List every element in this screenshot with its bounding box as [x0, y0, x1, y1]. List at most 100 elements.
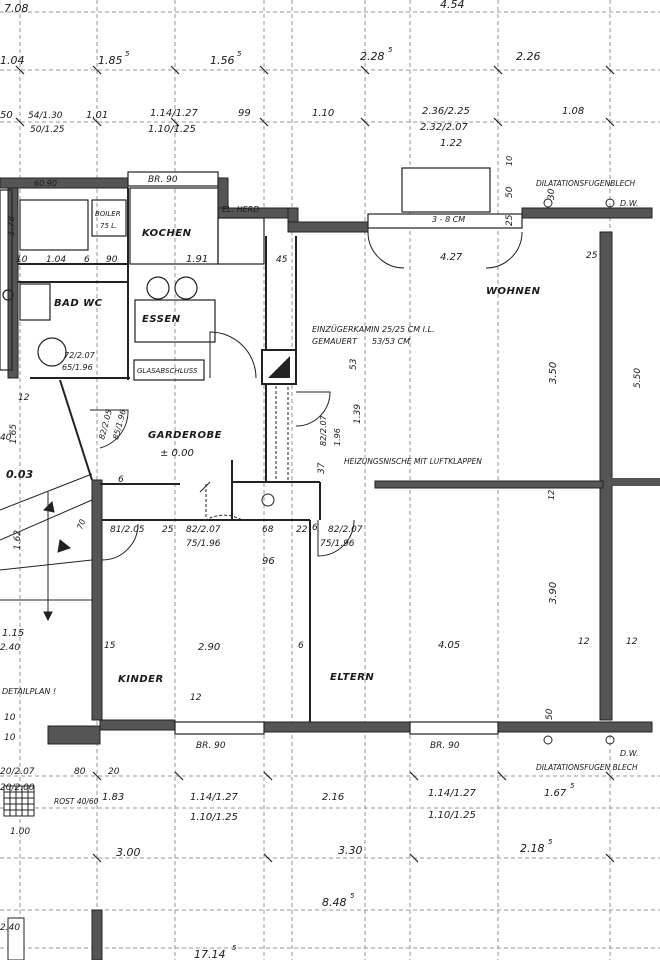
chimney — [261, 349, 297, 483]
windows — [127, 167, 523, 735]
dimension-ticks — [15, 65, 615, 863]
dim-top-overall-left: 7.08 — [4, 2, 29, 15]
bath-fixtures — [0, 189, 89, 371]
dim-bot2-110125-b: 1.10/1.25 — [428, 810, 476, 821]
dim-bot4-848: 8.48 — [322, 896, 347, 909]
dim-int-15: 15 — [104, 641, 116, 651]
dim-top2-e: 1.14/1.27 — [150, 108, 199, 119]
label-kamin-1: EINZÜGERKAMIN 25/25 CM I.L. — [312, 324, 435, 334]
dim-int-25: 25 — [162, 525, 174, 535]
label-dw-bottom: D.W. — [620, 749, 639, 758]
dim-int-12b: 12 — [578, 637, 590, 647]
dim-left-20207: 20/2.07 — [0, 767, 35, 777]
sup-bot3: 5 — [548, 838, 553, 846]
dim-boiler-90: 90 — [106, 255, 118, 265]
label-rost: ROST 40/60 — [54, 797, 99, 806]
dim-top2-b: 54/1.30 — [28, 111, 63, 121]
room-eltern: ELTERN — [330, 672, 374, 683]
dim-int-37: 37 — [317, 462, 327, 474]
label-detailplan: DETAILPLAN ! — [2, 687, 56, 696]
label-glasabschluss: GLASABSCHLUSS — [137, 367, 198, 375]
wall-wohnen-eltern — [374, 480, 604, 489]
dim-bot2-20: 20 — [108, 767, 120, 777]
dim-10-b: 10 — [16, 255, 28, 265]
room-wohnen: WOHNEN — [486, 286, 541, 297]
dim-int-75196-c: 75/1.96 — [320, 539, 355, 549]
dim-left-10b: 10 — [4, 733, 16, 743]
dim-int-12d: 12 — [190, 693, 202, 703]
room-bad-wc: BAD WC — [54, 298, 103, 309]
dim-top2-d: 1.01 — [86, 110, 108, 121]
exterior-walls — [0, 177, 653, 745]
dim-bot2-110125: 1.10/1.25 — [190, 812, 238, 823]
label-boiler: BOILER — [95, 210, 121, 218]
dim-int-68: 68 — [262, 525, 274, 535]
dim-bath-104: 1.04 — [46, 255, 66, 265]
dim-top2-c: 50/1.25 — [30, 125, 65, 135]
sup-1: 5 — [125, 50, 130, 58]
dim-int-6c: 6 — [118, 475, 124, 485]
label-dw-top: D.W. — [620, 199, 639, 208]
dim-bot2-114127-b: 1.14/1.27 — [428, 788, 477, 799]
dim-int-72207: 72/2.07 — [64, 351, 96, 360]
dim-25-right: 25 — [586, 251, 598, 261]
dim-int-165: 1.65 — [9, 424, 19, 444]
room-kochen: KOCHEN — [142, 228, 192, 239]
dim-int-40: 40 — [0, 433, 12, 443]
dim-10-a: 10 — [505, 156, 514, 166]
dim-eltern-height: 3.90 — [548, 582, 559, 604]
label-sill-top: 3 - 8 CM — [432, 215, 465, 224]
label-dilatation-bottom: DILATATIONSFUGEN BLECH — [536, 763, 638, 772]
label-garderobe-level: ± 0.00 — [160, 448, 194, 459]
dim-wohnen-height: 3.50 — [548, 362, 559, 384]
dim-int-75196-b: 75/1.96 — [186, 539, 221, 549]
dim-left-20200: 20/2.00 — [0, 783, 35, 793]
sup-2: 5 — [237, 50, 242, 58]
dim-bot2-80: 80 — [74, 767, 86, 777]
sup-bot4: 5 — [350, 892, 355, 900]
dim-int-65196: 65/1.96 — [62, 363, 93, 372]
dim-bot3-300: 3.00 — [116, 846, 141, 859]
sup-bot5: 5 — [232, 944, 237, 952]
dim-int-53: 53 — [349, 358, 359, 370]
dim-kinder-width: 2.90 — [198, 642, 220, 653]
dim-top1-d: 2.28 — [360, 50, 385, 63]
label-kamin-2: GEMAUERT — [312, 337, 358, 346]
dim-int-139: 1.39 — [353, 404, 363, 424]
dim-int-70: 70 — [75, 518, 87, 531]
dim-bot2-183: 1.83 — [102, 792, 124, 803]
dim-top2-i: 2.36/2.25 — [422, 106, 470, 117]
dim-left-240b: 2.40 — [0, 923, 20, 933]
dim-left-240: 2.40 — [0, 643, 20, 653]
room-kinder: KINDER — [118, 674, 164, 685]
dim-top2-h: 1.10 — [312, 108, 334, 119]
sup-bot2: 5 — [570, 782, 575, 790]
dim-int-82207: 82/2.07 — [319, 414, 328, 446]
dim-top2-a: 50 — [0, 110, 13, 121]
dim-top1-a: 1.04 — [0, 54, 25, 67]
kitchen-fixtures — [91, 187, 265, 381]
dim-bot3-330: 3.30 — [338, 844, 363, 857]
dim-int-196: 1.96 — [333, 428, 342, 446]
dim-int-12c: 12 — [626, 637, 638, 647]
dim-45: 45 — [276, 255, 288, 265]
grid-markers — [261, 198, 615, 745]
dim-bot3-218: 2.18 — [520, 842, 545, 855]
dim-int-82207-b: 82/2.07 — [186, 525, 221, 535]
bottom-stubs — [7, 909, 103, 960]
dim-bot2-216: 2.16 — [322, 792, 344, 803]
dim-br-90-kinder: BR. 90 — [196, 741, 226, 751]
dim-top1-b: 1.85 — [98, 54, 123, 67]
dim-int-22: 22 — [296, 525, 308, 535]
staircase — [0, 473, 93, 622]
label-kamin-3: 53/53 CM — [372, 337, 410, 346]
dim-int-115: 1.15 — [2, 628, 24, 639]
dim-top2-k: 1.08 — [562, 106, 584, 117]
label-stair-level: 0.03 — [6, 468, 33, 481]
dim-br-90-eltern: BR. 90 — [430, 741, 460, 751]
label-dilatation-top: DILATATIONSFUGENBLECH — [536, 179, 636, 188]
dim-bath-6: 6 — [84, 255, 90, 265]
dim-int-6: 6 — [312, 523, 318, 533]
dim-bot2-114127: 1.14/1.27 — [190, 792, 239, 803]
